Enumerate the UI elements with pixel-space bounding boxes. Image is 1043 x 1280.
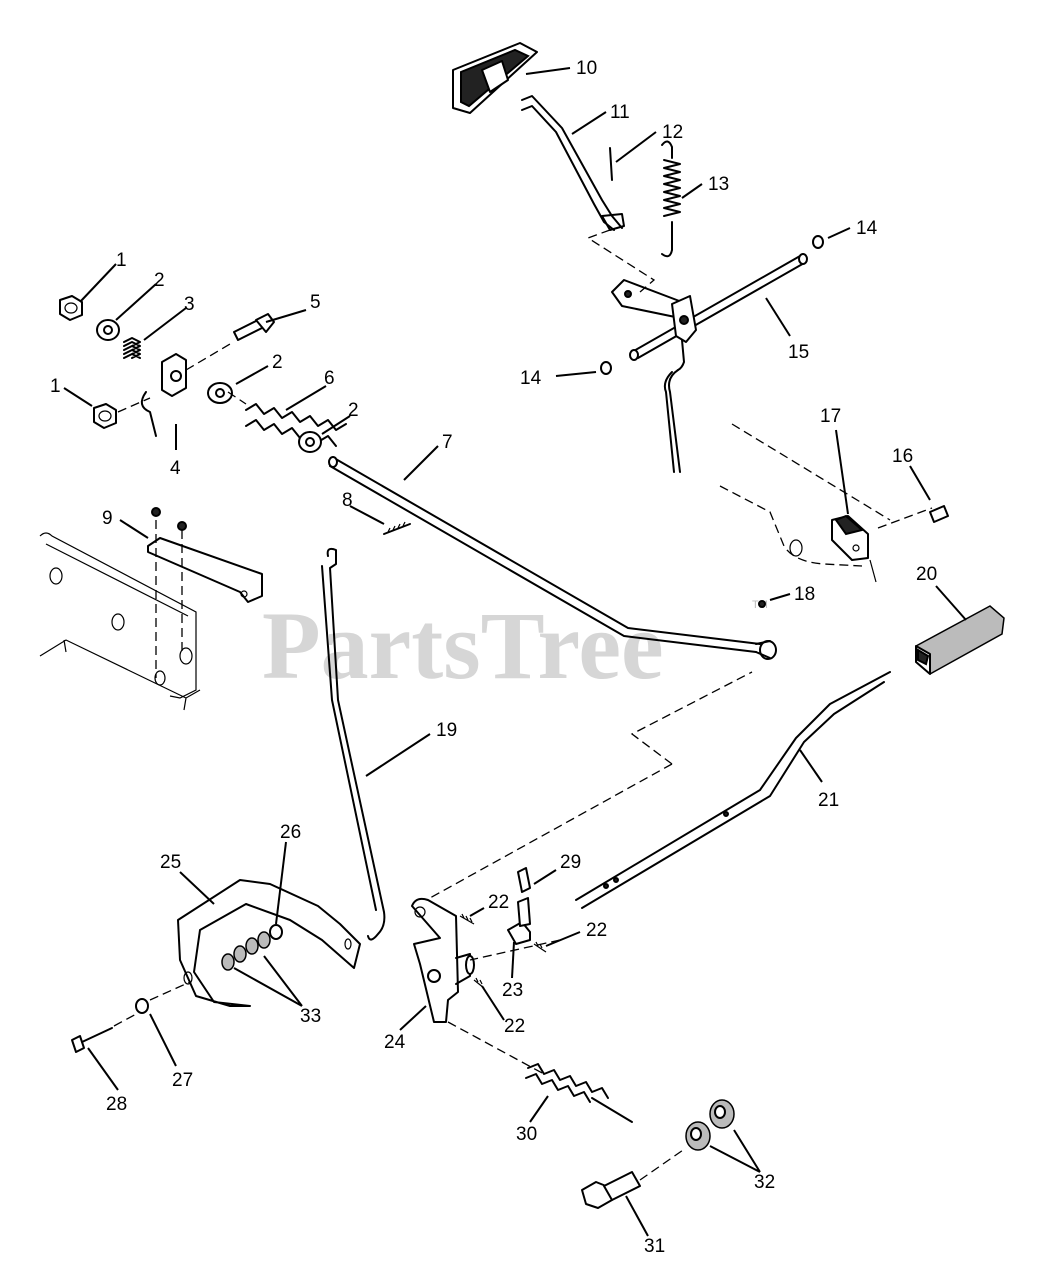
part-2-washer-lower[interactable] — [298, 431, 322, 453]
part-1-nut-lower[interactable] — [93, 403, 117, 429]
part-9-plate[interactable] — [147, 507, 263, 603]
part-4-bracket[interactable] — [140, 353, 187, 437]
part-7-brake-rod[interactable] — [328, 456, 777, 660]
callout-7: 7 — [442, 432, 453, 453]
part-3-spring-small[interactable] — [123, 337, 141, 359]
part-20-pedal-pad[interactable] — [915, 605, 1005, 675]
part-2-washer-mid[interactable] — [207, 382, 233, 404]
callout-2-mid: 2 — [272, 352, 283, 373]
callout-30: 30 — [516, 1124, 537, 1145]
callout-14-upper: 14 — [856, 218, 878, 239]
part-22-pin-upper[interactable] — [459, 913, 475, 925]
callout-28: 28 — [106, 1094, 127, 1115]
callout-14-lower: 14 — [520, 368, 542, 389]
part-31-bolt[interactable] — [581, 1171, 641, 1209]
callout-22-upper: 22 — [488, 892, 509, 913]
part-29-key[interactable] — [517, 867, 531, 893]
callout-31: 31 — [644, 1236, 665, 1257]
part-13-spring[interactable] — [661, 140, 681, 258]
callout-labels: 10 11 12 13 14 14 15 1 2 3 5 1 4 2 6 2 7… — [50, 58, 937, 1257]
callout-2-lower: 2 — [348, 400, 359, 421]
part-2-washer-upper[interactable] — [96, 319, 120, 341]
part-27-washer[interactable] — [135, 998, 149, 1014]
part-5-bolt[interactable] — [233, 313, 275, 341]
callout-22-lower: 22 — [504, 1016, 525, 1037]
part-12-pin[interactable] — [609, 147, 613, 181]
part-17-switch[interactable] — [831, 514, 869, 561]
callout-32: 32 — [754, 1172, 775, 1193]
callout-1-upper: 1 — [116, 250, 127, 271]
callout-2-upper: 2 — [154, 270, 165, 291]
callout-15: 15 — [788, 342, 809, 363]
part-19-link-rod[interactable] — [321, 547, 386, 941]
frame-section — [39, 520, 201, 711]
frame-edge-right — [719, 423, 933, 583]
callout-27: 27 — [172, 1070, 193, 1091]
callout-6: 6 — [324, 368, 335, 389]
callout-21: 21 — [818, 790, 839, 811]
callout-18: 18 — [794, 584, 815, 605]
part-23-clip[interactable] — [507, 897, 531, 945]
callout-22-right: 22 — [586, 920, 607, 941]
callout-8: 8 — [342, 490, 353, 511]
part-6-spring-large[interactable] — [245, 403, 347, 447]
callout-4: 4 — [170, 458, 181, 479]
part-21-drive-lever[interactable] — [575, 671, 891, 909]
callout-20: 20 — [916, 564, 937, 585]
part-26-nut[interactable] — [269, 924, 283, 940]
part-32-bushings[interactable] — [685, 1099, 735, 1151]
part-10-pedal-pad[interactable] — [452, 42, 538, 114]
callout-9: 9 — [102, 508, 113, 529]
part-1-nut-upper[interactable] — [59, 295, 83, 321]
part-11-pedal-arm[interactable] — [521, 95, 625, 231]
callout-17: 17 — [820, 406, 841, 427]
callout-3: 3 — [184, 294, 195, 315]
callout-25: 25 — [160, 852, 181, 873]
callout-29: 29 — [560, 852, 581, 873]
callout-26: 26 — [280, 822, 301, 843]
callout-19: 19 — [436, 720, 457, 741]
part-28-bolt[interactable] — [71, 1027, 113, 1053]
part-15-cross-shaft[interactable] — [611, 253, 808, 371]
part-14-bushing-lower[interactable] — [600, 361, 612, 375]
part-24-bracket[interactable] — [411, 897, 475, 1023]
watermark: PartsTree — [262, 592, 664, 699]
part-33-washers[interactable] — [221, 931, 271, 971]
part-16-screw[interactable] — [929, 505, 949, 523]
pedal-link-rod-edge — [663, 371, 675, 473]
callout-11: 11 — [610, 102, 630, 123]
callout-10: 10 — [576, 58, 597, 79]
callout-33: 33 — [300, 1006, 321, 1027]
callout-5: 5 — [310, 292, 321, 313]
part-25-bracket[interactable] — [177, 879, 361, 1007]
pedal-link-rod[interactable] — [668, 369, 681, 473]
callout-12: 12 — [662, 122, 683, 143]
callout-16: 16 — [892, 446, 913, 467]
callout-13: 13 — [708, 174, 729, 195]
part-14-bushing-upper[interactable] — [812, 235, 824, 249]
callout-23: 23 — [502, 980, 523, 1001]
part-8-pin[interactable] — [383, 521, 411, 535]
part-30-spring[interactable] — [525, 1063, 633, 1123]
callout-24: 24 — [384, 1032, 406, 1053]
part-18-clip[interactable] — [758, 600, 766, 608]
leader-lines — [63, 67, 967, 1237]
callout-1-lower: 1 — [50, 376, 61, 397]
